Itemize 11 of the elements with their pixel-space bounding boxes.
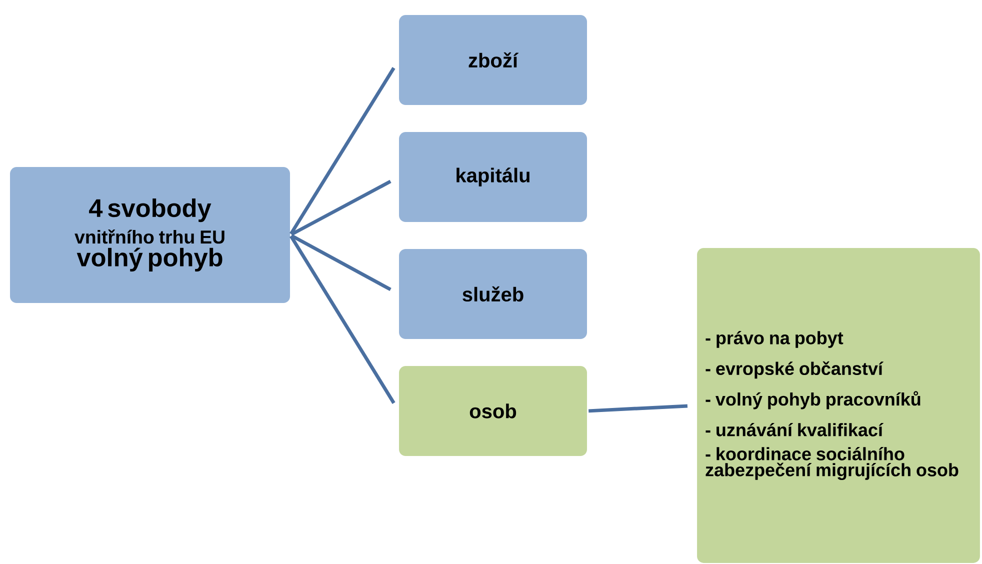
- list-box: - právo na pobyt - evropské občanství - volný pohyb pracovníků - uznávání kvalifikací - koordinace sociálního zabezpečení migrujících osob: [697, 248, 980, 563]
- connector-line: [290, 180, 392, 236]
- connector-line: [290, 234, 392, 292]
- category-box: osob: [399, 366, 587, 456]
- category-box: služeb: [399, 249, 587, 339]
- title-box: 4 svobody vnitřního trhu EU volný pohyb: [10, 167, 290, 303]
- category-box: kapitálu: [399, 132, 587, 222]
- category-box: zboží: [399, 15, 587, 105]
- connector-line: [290, 67, 396, 235]
- connector-line: [588, 404, 688, 413]
- connector-line: [290, 235, 396, 404]
